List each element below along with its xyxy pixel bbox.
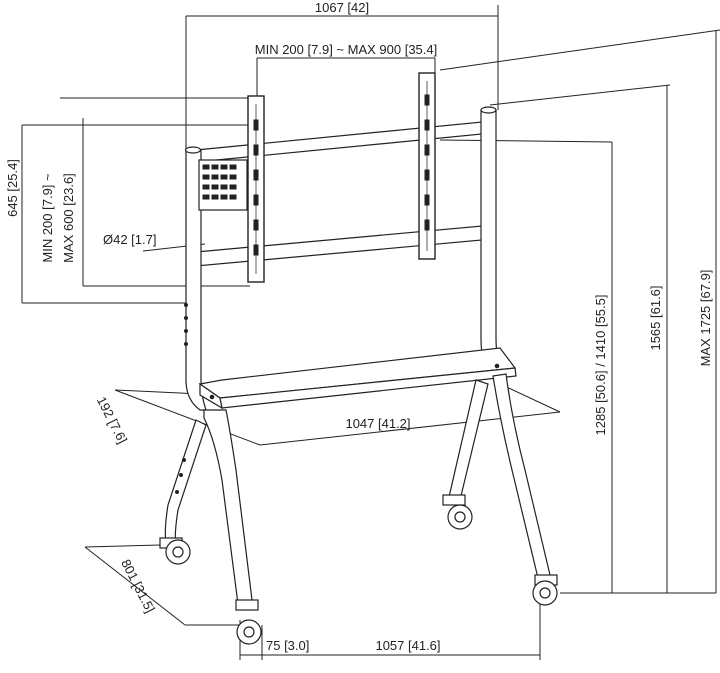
label-mount-height: 1285 [50.6] / 1410 [55.5] [593,295,608,436]
vesa-bracket-right [418,72,436,260]
cable-management-plate [198,159,248,211]
label-max-height: MAX 1725 [67.9] [698,270,713,367]
label-overall-width: 1067 [42] [315,0,369,15]
caster-front-left [235,599,262,645]
stand-frame [164,106,551,605]
label-vesa-vertical-line1: MIN 200 [7.9] ~ [40,173,55,263]
label-shelf-depth: 192 [7.6] [94,394,130,446]
label-tube-diameter: Ø42 [1.7] [103,232,156,247]
label-vesa-horizontal: MIN 200 [7.9] ~ MAX 900 [35.4] [255,42,437,57]
vesa-bracket-left [247,95,265,283]
label-base-depth: 801 [31.5] [118,557,158,615]
label-base-width: 1057 [41.6] [375,638,440,653]
label-caster-width: 75 [3.0] [266,638,309,653]
label-upright-height: 1565 [61.6] [648,285,663,350]
label-shelf-width: 1047 [41.2] [345,416,410,431]
label-vesa-vertical-line2: MAX 600 [23.6] [61,173,76,263]
caster-rear-right [442,494,473,530]
caster-rear-left [159,537,191,565]
label-upright-top-height: 645 [25.4] [5,159,20,217]
caster-front-right [532,574,558,606]
